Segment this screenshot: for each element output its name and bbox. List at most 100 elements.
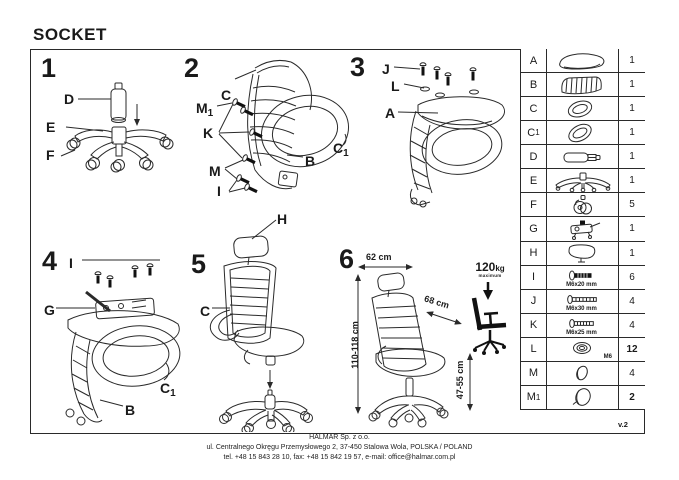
part-letter: A [521, 49, 547, 73]
table-row: I M6x20 mm 6 [521, 265, 645, 290]
part-qty: 1 [629, 247, 635, 259]
parts-table: A 1 B 1 C [520, 49, 645, 410]
screw-icon [560, 269, 591, 282]
max-load-badge: 120kg maximum [470, 259, 510, 279]
max-load-unit: kg [495, 264, 505, 273]
table-row: L M6 12 [521, 337, 645, 362]
part-letter: C [521, 97, 547, 121]
part-letter: I [521, 265, 547, 289]
footer-address: ul. Centralnego Okręgu Przemysłowego 2, … [206, 444, 473, 451]
dim-width: 62 cm [366, 252, 392, 262]
step2-label-c1: C1 [333, 140, 349, 159]
armrest-ring-icon [552, 122, 614, 144]
step-3-number: 3 [350, 52, 366, 82]
part-letter: J [521, 289, 547, 313]
max-load-caption: maximum [478, 273, 502, 278]
step-2-number: 2 [184, 53, 200, 83]
part-letter: F [521, 193, 547, 217]
step5-label-c: C [200, 303, 211, 319]
table-row: M 4 [521, 361, 645, 386]
cap-icon [552, 362, 614, 384]
step-4-number: 4 [42, 246, 58, 276]
step3-label-a: A [385, 105, 396, 121]
table-row: C 1 [521, 97, 645, 122]
table-row: B 1 [521, 73, 645, 98]
part-letter: D [521, 145, 547, 169]
footer-contact: tel. +48 15 843 28 10, fax: +48 15 842 1… [223, 454, 456, 461]
table-row: E 1 [521, 169, 645, 194]
footer: HALMAR Sp. z o.o. ul. Centralnego Okręgu… [0, 433, 679, 463]
max-load-value: 120 [475, 260, 496, 274]
step3-diagram [350, 55, 518, 210]
step4-label-c1: C1 [160, 380, 176, 399]
screw-size-label: M6x25 mm [566, 329, 597, 336]
part-letter: G [521, 217, 547, 241]
page-title: SOCKET [33, 25, 107, 44]
headrest-icon [552, 242, 614, 264]
base-star-icon [552, 170, 614, 192]
cap-icon [552, 386, 614, 408]
step2-label-k: K [203, 125, 214, 141]
step-1-number: 1 [41, 53, 57, 83]
table-row: G 1 [521, 217, 645, 242]
part-qty: 4 [629, 319, 635, 331]
mechanism-icon [552, 220, 614, 240]
armrest-ring-icon [552, 98, 614, 120]
step3-label-j: J [382, 61, 390, 77]
step5-diagram [190, 212, 316, 432]
part-letter: B [521, 73, 547, 97]
screw-size-label: M6x20 mm [566, 281, 597, 288]
part-qty: 6 [629, 271, 635, 283]
step-5-number: 5 [191, 249, 207, 279]
step1-label-f: F [46, 147, 55, 163]
part-qty: 1 [629, 175, 635, 187]
step4-label-g: G [44, 302, 55, 318]
table-row: K M6x25 mm 4 [521, 313, 645, 338]
part-qty: 1 [629, 103, 635, 115]
part-qty: 1 [629, 127, 635, 139]
table-row: D 1 [521, 145, 645, 170]
part-qty: 5 [629, 199, 635, 211]
table-row: J M6x30 mm 4 [521, 289, 645, 314]
step2-label-m: M [209, 163, 221, 179]
part-qty: 4 [629, 295, 635, 307]
step5-label-h: H [277, 211, 288, 227]
part-qty: 1 [629, 223, 635, 235]
version-label: v.2 [618, 420, 628, 429]
step4-label-i: I [69, 255, 73, 271]
part-qty: 2 [629, 391, 635, 403]
caster-icon [552, 194, 614, 216]
step2-diagram [195, 52, 353, 194]
table-row: F 5 [521, 193, 645, 218]
seat-icon [552, 50, 614, 72]
step1-label-e: E [46, 119, 56, 135]
washer-size-label: M6 [603, 353, 612, 360]
part-letter: E [521, 169, 547, 193]
step4-label-b: B [125, 402, 136, 418]
step-6-number: 6 [339, 244, 355, 274]
step2-label-i: I [217, 183, 221, 199]
step2-label-m1: M1 [196, 100, 214, 119]
washer-icon [552, 339, 614, 359]
part-letter: M [521, 361, 547, 385]
screw-size-label: M6x30 mm [566, 305, 597, 312]
step1-label-d: D [64, 91, 75, 107]
part-qty: 1 [629, 55, 635, 67]
part-letter: H [521, 241, 547, 265]
screw-icon [560, 293, 606, 306]
backrest-mesh-icon [552, 74, 614, 96]
step1-diagram [45, 78, 185, 180]
part-letter: L [521, 337, 547, 361]
part-qty: 1 [629, 79, 635, 91]
table-row: A 1 [521, 49, 645, 74]
step2-label-b: B [305, 153, 316, 169]
step2-label-c: C [221, 87, 232, 103]
part-qty: 12 [626, 343, 638, 355]
footer-company: HALMAR Sp. z o.o. [309, 434, 370, 441]
part-qty: 4 [629, 367, 635, 379]
screw-icon [560, 317, 606, 330]
